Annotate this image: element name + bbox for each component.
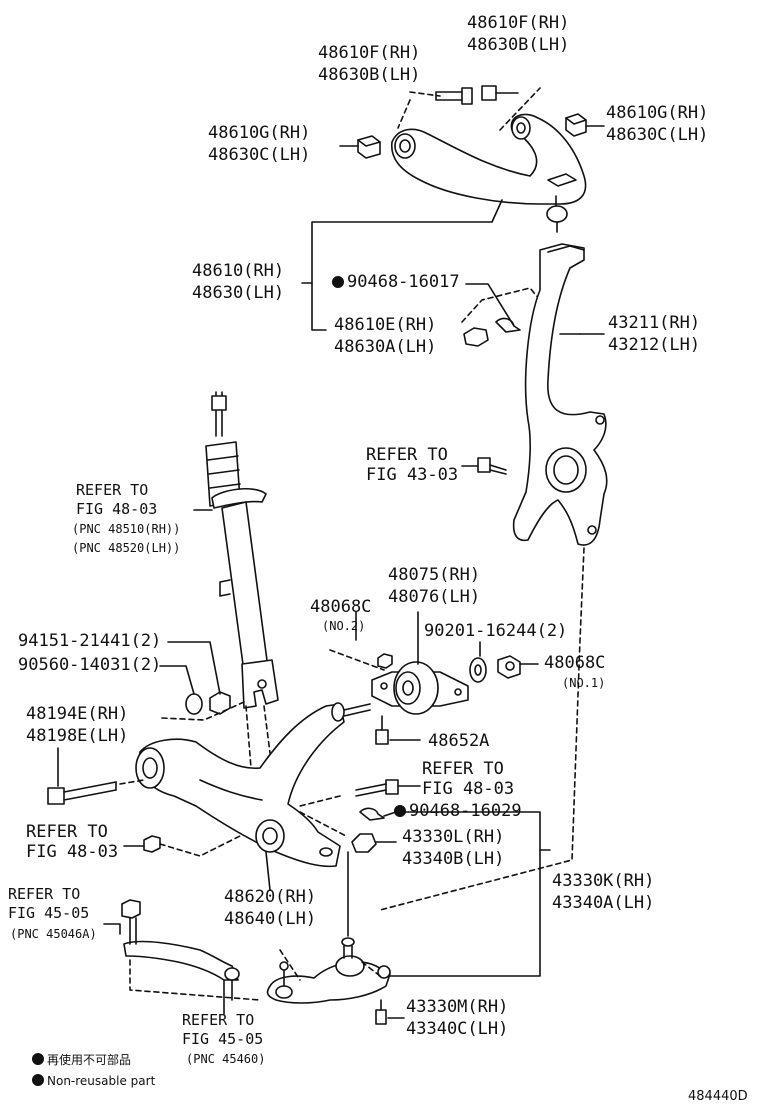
label-pnc-48510: (PNC 48510(RH)) (72, 522, 181, 536)
label-48630a-lh: 48630A(LH) (334, 337, 437, 357)
label-pnc-48520: (PNC 48520(LH)) (72, 541, 181, 555)
bushing-bolt (375, 715, 389, 745)
label-43340a-lh: 43340A(LH) (552, 893, 655, 913)
label-48075-rh: 48075(RH) (388, 565, 481, 585)
legend-en-text: Non-reusable part (47, 1074, 156, 1088)
label-90468-16029: 90468-16029 (394, 801, 522, 822)
lower-ball-joint-nut (351, 833, 377, 853)
label-pnc-45046a: (PNC 45046A) (10, 927, 97, 941)
stabilizer-link (123, 917, 240, 981)
label-48630b-lh-top: 48630B(LH) (467, 35, 570, 55)
lower-arm-front-bolt (47, 781, 117, 805)
legend-dot (32, 1074, 44, 1086)
label-90201-16244: 90201-16244(2) (424, 621, 568, 641)
label-48610f-rh-top: 48610F(RH) (467, 13, 570, 33)
lower-rear-bushing (371, 661, 469, 715)
label-43211-rh: 43211(RH) (608, 313, 701, 333)
label-48610-rh: 48610(RH) (192, 261, 285, 281)
label-48610e-rh: 48610E(RH) (334, 315, 437, 335)
lower-control-arm (135, 702, 371, 868)
label-fig-43-03: FIG 43-03 (366, 465, 459, 485)
lower-cotter-pin (359, 807, 385, 821)
shock-absorber (205, 391, 279, 709)
lower-arm-front-nut (143, 835, 161, 853)
upper-arm-bolt-right (481, 85, 519, 101)
label-fig-45-05-left: FIG 45-05 (8, 904, 90, 922)
label-90468-16017: 90468-16017 (332, 272, 460, 293)
stabilizer-link-nut (121, 899, 141, 919)
label-43212-lh: 43212(LH) (608, 335, 701, 355)
label-refer-to-48-left: REFER TO (26, 822, 108, 842)
bushing-nut-no2 (377, 653, 393, 669)
label-48194e-rh: 48194E(RH) (26, 704, 129, 724)
ball-joint-bolt (375, 999, 387, 1025)
label-refer-to-48-mid: REFER TO (422, 759, 504, 779)
label-43330k-rh: 43330K(RH) (552, 871, 655, 891)
label-refer-to-45-bottom: REFER TO (182, 1011, 255, 1029)
label-no2: (NO.2) (322, 619, 366, 633)
label-48630c-lh-left: 48630C(LH) (208, 145, 311, 165)
label-94151-21441: 94151-21441(2) (18, 631, 162, 651)
steering-knuckle (512, 243, 608, 546)
label-48640-lh: 48640(LH) (224, 909, 317, 929)
diagram-id: 484440D (688, 1089, 748, 1104)
label-refer-to-shock: REFER TO (76, 481, 149, 499)
lower-arm-rear-bolt (355, 779, 399, 797)
label-90468-16017-text: 90468-16017 (347, 272, 460, 292)
label-48630-lh: 48630(LH) (192, 283, 285, 303)
label-48610f-rh: 48610F(RH) (318, 43, 421, 63)
legend-jp: 再使用不可部品 (32, 1053, 131, 1068)
label-48076-lh: 48076(LH) (388, 587, 481, 607)
label-fig-48-03-shock: FIG 48-03 (76, 500, 158, 518)
legend-dot (32, 1053, 44, 1065)
legend-jp-text: 再使用不可部品 (47, 1053, 132, 1067)
label-48198e-lh: 48198E(LH) (26, 726, 129, 746)
label-43340b-lh: 43340B(LH) (402, 849, 505, 869)
upper-control-arm (391, 113, 587, 233)
label-48630c-lh-right: 48630C(LH) (606, 125, 709, 145)
bushing-washer (469, 657, 487, 683)
label-refer-to-45-left: REFER TO (8, 885, 81, 903)
upper-bushing-right (565, 113, 587, 137)
non-reusable-dot (332, 276, 344, 288)
label-fig-45-05-bottom: FIG 45-05 (182, 1030, 264, 1048)
label-refer-to-43: REFER TO (366, 445, 448, 465)
legend-en: Non-reusable part (32, 1074, 155, 1089)
knuckle-bolt (477, 457, 507, 475)
label-48620-rh: 48620(RH) (224, 887, 317, 907)
upper-arm-bolt-left (435, 87, 473, 105)
upper-cotter-pin (495, 317, 521, 333)
label-43330l-rh: 43330L(RH) (402, 827, 505, 847)
upper-ball-joint-nut (463, 327, 489, 347)
label-43330m-rh: 43330M(RH) (406, 997, 509, 1017)
label-48068c-no1: 48068C (544, 653, 606, 673)
upper-bushing-left (357, 135, 381, 159)
label-48630b-lh: 48630B(LH) (318, 65, 421, 85)
shock-washer (185, 693, 203, 715)
label-fig-48-03-left: FIG 48-03 (26, 842, 119, 862)
label-90560-14031: 90560-14031(2) (18, 655, 162, 675)
shock-nut (209, 691, 231, 715)
label-pnc-45460: (PNC 45460) (186, 1052, 266, 1066)
label-90468-16029-text: 90468-16029 (409, 801, 522, 821)
label-48068c-no2: 48068C (310, 597, 372, 617)
bushing-nut-no1 (497, 655, 521, 679)
label-43340c-lh: 43340C(LH) (406, 1019, 509, 1039)
non-reusable-dot (394, 805, 406, 817)
lower-ball-joint (266, 937, 391, 1004)
label-48610g-rh-right: 48610G(RH) (606, 103, 709, 123)
label-48652a: 48652A (428, 731, 490, 751)
label-48610g-rh-left: 48610G(RH) (208, 123, 311, 143)
label-no1: (NO.1) (562, 676, 606, 690)
label-fig-48-03-mid: FIG 48-03 (422, 779, 515, 799)
